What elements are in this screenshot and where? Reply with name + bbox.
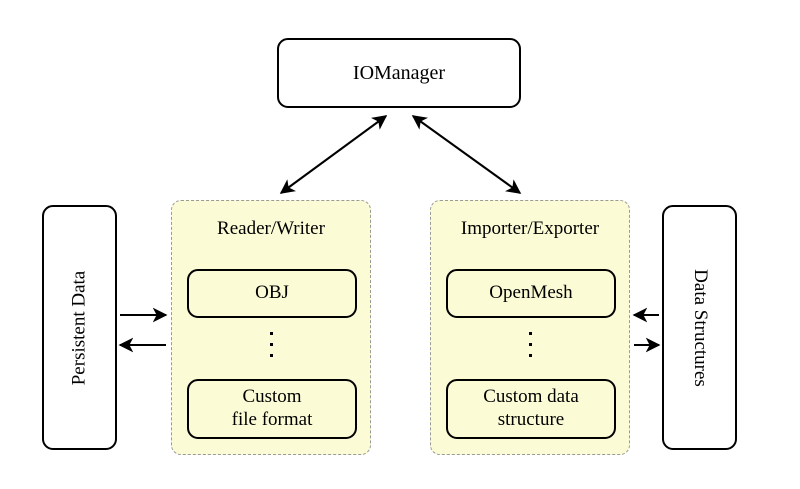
node-persistent-data-label: Persistent Data bbox=[68, 270, 90, 385]
node-openmesh-label: OpenMesh bbox=[489, 282, 573, 304]
node-custom-data-structure-label-line1: Custom data bbox=[483, 386, 579, 408]
node-custom-data-structure[interactable]: Custom data structure bbox=[446, 379, 616, 439]
node-iomanager[interactable]: IOManager bbox=[277, 38, 521, 108]
group-importer-exporter-title: Importer/Exporter bbox=[460, 218, 600, 239]
connector-manager-reader-writer bbox=[279, 115, 388, 194]
group-reader-writer[interactable]: Reader/Writer OBJ Custom file format bbox=[171, 200, 371, 455]
group-importer-exporter[interactable]: Importer/Exporter OpenMesh Custom data s… bbox=[430, 200, 630, 455]
group-reader-writer-ellipsis-icon bbox=[172, 332, 370, 357]
node-custom-data-structure-label-line2: structure bbox=[497, 409, 565, 430]
node-data-structures-label: Data Structures bbox=[689, 268, 711, 387]
node-iomanager-label: IOManager bbox=[352, 61, 446, 84]
node-persistent-data[interactable]: Persistent Data bbox=[42, 205, 117, 450]
connector-manager-importer-exporter bbox=[411, 115, 522, 194]
node-custom-file-format[interactable]: Custom file format bbox=[187, 379, 357, 439]
group-reader-writer-title: Reader/Writer bbox=[217, 218, 325, 239]
node-obj[interactable]: OBJ bbox=[187, 269, 357, 318]
node-custom-file-format-label-line2: file format bbox=[231, 409, 313, 430]
group-importer-exporter-ellipsis-icon bbox=[431, 332, 629, 357]
node-openmesh[interactable]: OpenMesh bbox=[446, 269, 616, 318]
node-data-structures[interactable]: Data Structures bbox=[662, 205, 737, 450]
node-obj-label: OBJ bbox=[255, 282, 289, 304]
node-custom-file-format-label-line1: Custom bbox=[242, 386, 302, 408]
